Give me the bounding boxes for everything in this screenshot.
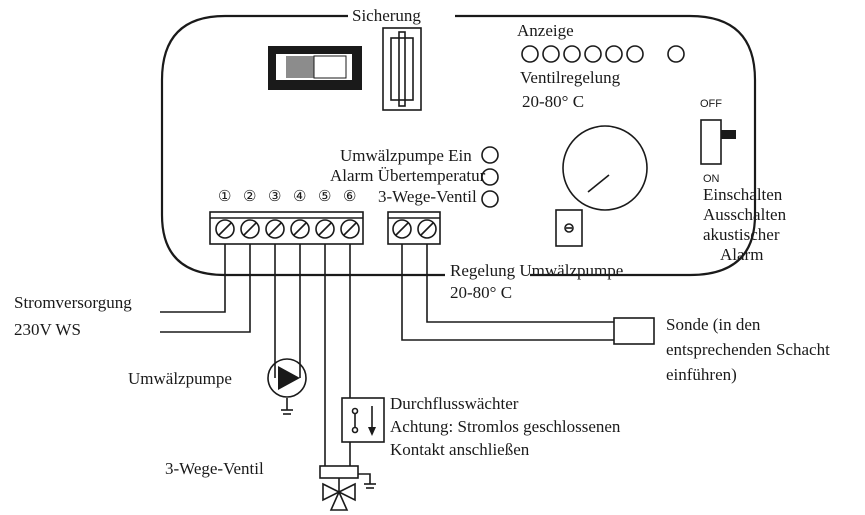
pump-on-led (481, 146, 499, 164)
off-label: OFF (700, 98, 722, 110)
power-toggle-switch (700, 119, 736, 165)
probe-wires (401, 244, 614, 341)
fuse-holder (382, 27, 422, 111)
power-label-2: 230V WS (14, 320, 81, 339)
probe-sensor (613, 317, 655, 345)
three-way-valve-led (481, 190, 499, 208)
terminal-number: ④ (293, 189, 306, 205)
three-way-valve-label: 3-Wege-Ventil (165, 459, 264, 478)
switch-desc-3: akustischer (703, 225, 780, 244)
on-label: ON (703, 173, 720, 185)
pump-control-label: Regelung Umwälzpumpe (450, 261, 623, 280)
alarm-overtemp-led (481, 168, 499, 186)
terminal-numbers: ① ② ③ ④ ⑤ ⑥ (218, 189, 356, 205)
valve-control-label: Ventilregelung (520, 68, 621, 87)
power-label-1: Stromversorgung (14, 293, 132, 312)
display-label: Anzeige (517, 21, 574, 40)
flow-switch (341, 397, 385, 443)
pump-symbol (267, 358, 307, 398)
flow-switch-label-3: Kontakt anschließen (390, 440, 530, 459)
pump-label: Umwälzpumpe (128, 369, 232, 388)
adjust-screw (555, 209, 583, 247)
switch-desc-4: Alarm (720, 245, 763, 264)
probe-label-1: Sonde (in den (666, 315, 761, 334)
switch-desc-1: Einschalten (703, 185, 783, 204)
fuse-label: Sicherung (352, 6, 421, 25)
pump-on-label: Umwälzpumpe Ein (340, 146, 472, 165)
switch-desc-2: Ausschalten (703, 205, 787, 224)
terminal-number: ① (218, 189, 231, 205)
pump-range-label: 20-80° C (450, 283, 512, 302)
three-way-valve-led-label: 3-Wege-Ventil (378, 187, 477, 206)
display-leds (521, 45, 685, 63)
thermostat-dial (562, 125, 648, 211)
terminal-number: ② (243, 189, 256, 205)
terminal-number: ⑤ (318, 189, 331, 205)
terminal-number: ③ (268, 189, 281, 205)
alarm-overtemp-label: Alarm Übertemperatur (330, 166, 486, 185)
flow-switch-label-1: Durchflusswächter (390, 394, 519, 413)
terminal-number: ⑥ (343, 189, 356, 205)
three-way-valve-wires (324, 244, 376, 489)
three-way-valve-symbol (319, 465, 359, 511)
terminal-block-main (209, 211, 364, 245)
flow-switch-label-2: Achtung: Stromlos geschlossenen (390, 417, 621, 436)
probe-label-2: entsprechenden Schacht (666, 340, 830, 359)
valve-range-label: 20-80° C (522, 92, 584, 111)
power-supply-wires (160, 244, 251, 333)
controller-housing (160, 14, 757, 277)
slide-switch (268, 46, 362, 90)
pump-wires (274, 244, 301, 415)
probe-label-3: einführen) (666, 365, 737, 384)
terminal-block-sensor (387, 211, 441, 245)
